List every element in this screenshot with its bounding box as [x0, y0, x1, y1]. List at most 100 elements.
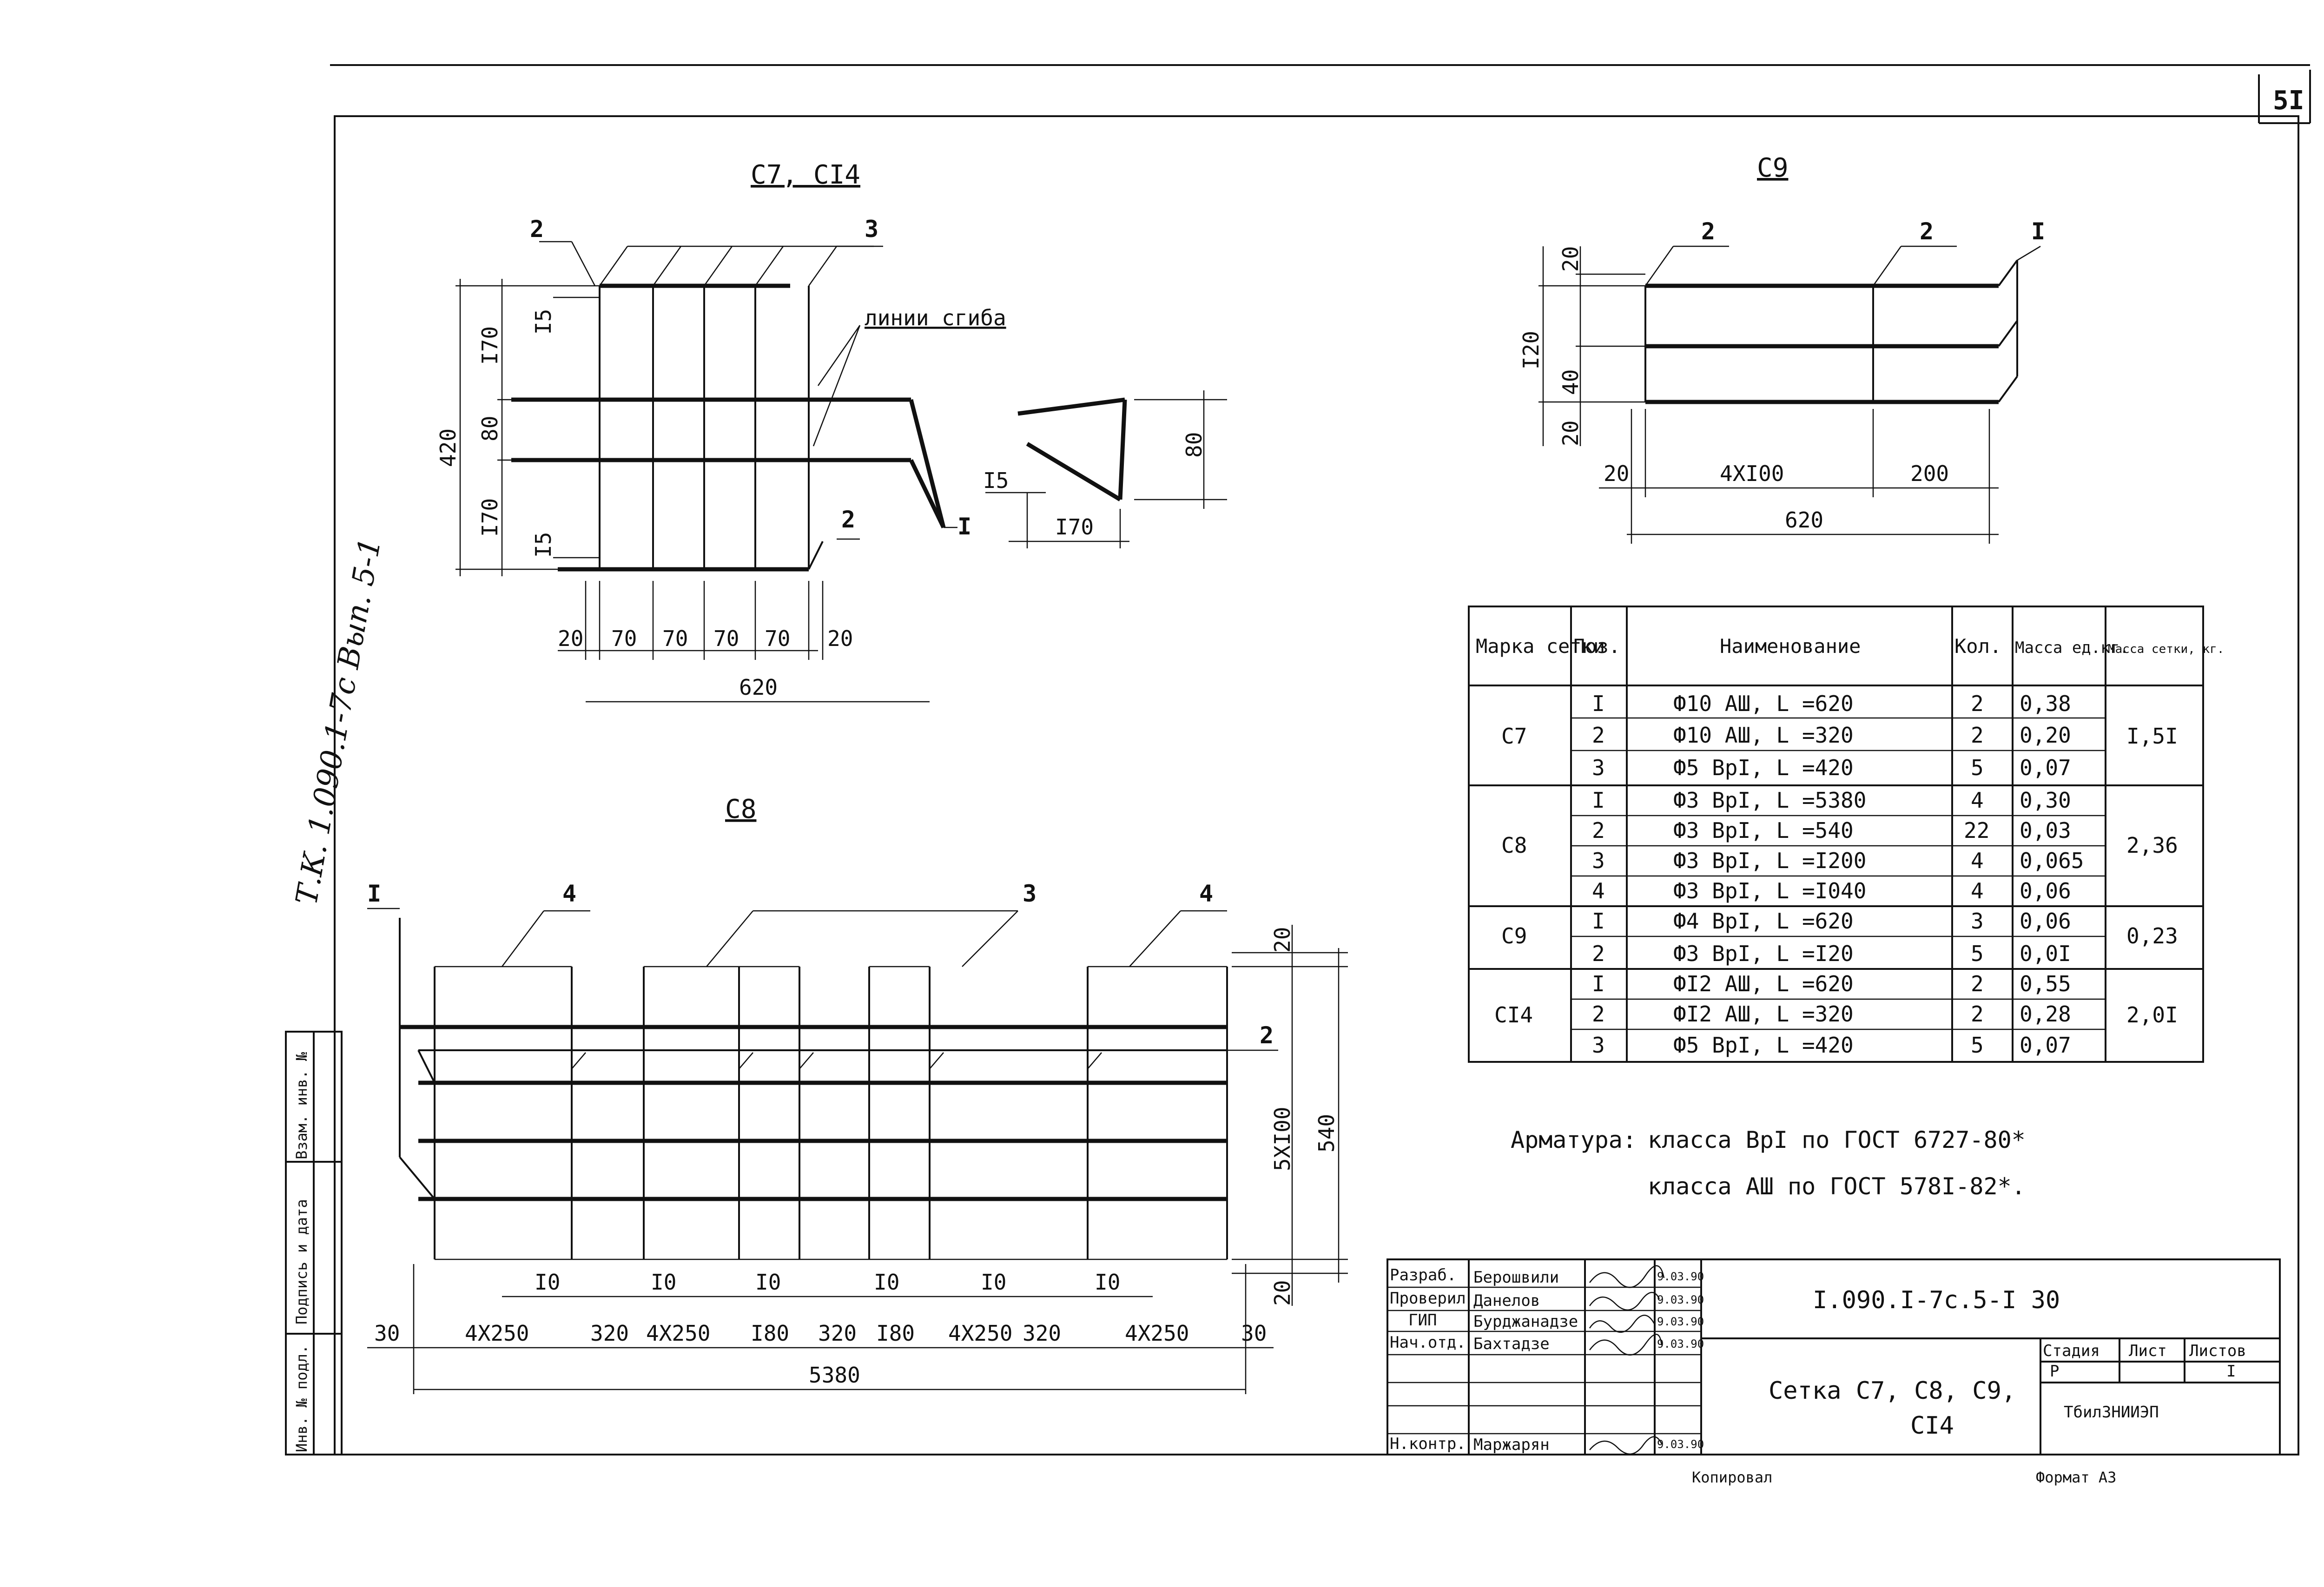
c7-dim-170-top: I70: [477, 326, 502, 365]
c8-dim-10-3: I0: [874, 1270, 899, 1295]
c8-dim-total-w: 5380: [809, 1363, 860, 1388]
c8-dim-b5: 320: [818, 1321, 857, 1346]
c8-dim-b10: 30: [1241, 1321, 1267, 1346]
profile-dim-15: I5: [983, 468, 1009, 493]
cell-name: Ф10 АШ, L =620: [1673, 691, 1854, 716]
c8-dim-b8: 320: [1023, 1321, 1061, 1346]
spec-table: Марка сетки Поз. Наименование Кол. Масса…: [1468, 606, 2224, 1063]
margin-note: Т.К. 1.090.1-7с Вып. 5-1: [290, 535, 388, 908]
c7-pos-2-bottom: 2: [841, 506, 855, 533]
cell-unit: 0,06: [2020, 878, 2071, 903]
profile-dim-170: I70: [1055, 514, 1094, 540]
th-name: Наименование: [1720, 635, 1861, 658]
cell-qty: 4: [1971, 878, 1984, 903]
footer-copied: Копировал: [1692, 1468, 1772, 1486]
c7-dim-b0: 20: [558, 626, 583, 651]
table-row: I ФI2 АШ, L =620 2 0,55: [1592, 971, 2071, 996]
c9-title: С9: [1757, 153, 1788, 183]
tb-date-0: 9.03.90: [1657, 1270, 1704, 1283]
tb-org: ТбилЗНИИЭП: [2064, 1403, 2159, 1422]
c8-dim-b4: I80: [751, 1321, 789, 1346]
cell-unit: 0,06: [2020, 909, 2071, 934]
side-label-replace-inv: Взам. инв. №: [293, 1052, 310, 1159]
mesh-c8: С8: [367, 794, 1348, 1394]
c7-pos-1: I: [957, 513, 971, 540]
signatures: [1589, 1265, 1665, 1455]
cell-pos: I: [1592, 691, 1605, 716]
c8-dim-5x100: 5XI00: [1270, 1107, 1295, 1171]
cell-name: Ф3 ВрI, L =5380: [1673, 788, 1866, 813]
tb-sheet-title-2: СI4: [1910, 1412, 1954, 1440]
cell-unit: 0,20: [2020, 723, 2071, 748]
cell-name: Ф3 ВрI, L =540: [1673, 818, 1854, 843]
c8-dim-b3: 4X250: [646, 1321, 710, 1346]
cell-unit: 0,28: [2020, 1001, 2071, 1027]
c9-dim-20-top: 20: [1558, 246, 1583, 272]
cell-pos: I: [1592, 788, 1605, 813]
mesh-c9: С9 2 2 I 20 I20 40 20 20 4XI0: [1519, 153, 2045, 544]
tb-date-6: 9.03.90: [1657, 1438, 1704, 1451]
c8-title: С8: [725, 794, 756, 824]
mark-c9: С9: [1501, 923, 1527, 948]
cell-pos: 2: [1592, 941, 1605, 966]
c8-dim-10-0: I0: [535, 1270, 560, 1295]
mass-c14: 2,0I: [2126, 1002, 2178, 1027]
c8-dim-10-4: I0: [981, 1270, 1006, 1295]
cell-pos: I: [1592, 909, 1605, 934]
cell-qty: 5: [1971, 1033, 1984, 1058]
notes-line2: класса АШ по ГОСТ 578I-82*.: [1648, 1173, 2026, 1200]
c8-dim-b0: 30: [374, 1321, 400, 1346]
table-row: 2 Ф10 АШ, L =320 2 0,20: [1592, 723, 2071, 748]
cell-qty: 2: [1971, 691, 1984, 716]
mass-c8: 2,36: [2126, 833, 2178, 858]
mesh-c7: С7, СI4 420 I70 80 I70 I5: [436, 160, 1006, 703]
c8-pos-2: 2: [1260, 1022, 1274, 1049]
c8-dim-b6: I80: [876, 1321, 915, 1346]
c8-dim-b1: 4X250: [465, 1321, 529, 1346]
mass-c7: I,5I: [2126, 724, 2178, 749]
c9-dim-b0: 20: [1604, 461, 1629, 486]
c9-dim-120: I20: [1519, 331, 1544, 369]
c9-dim-40: 40: [1558, 369, 1583, 395]
side-label-inv-orig: Инв. № подл.: [293, 1345, 310, 1452]
mass-c9: 0,23: [2126, 923, 2178, 948]
c7-dim-b2: 70: [662, 626, 688, 651]
table-row: 2 Ф3 ВрI, L =I20 5 0,0I: [1592, 941, 2071, 966]
footer-format: Формат А3: [2036, 1468, 2116, 1486]
cell-qty: 5: [1971, 941, 1984, 966]
tb-role-2: ГИП: [1408, 1311, 1437, 1330]
tb-name-0: Берошвили: [1473, 1268, 1559, 1287]
c7-bend-note: линии сгиба: [865, 305, 1006, 330]
c7-dim-total-h: 420: [436, 428, 461, 467]
notes-line1: класса ВрI по ГОСТ 6727-80*: [1648, 1126, 2026, 1153]
c9-dim-b2: 200: [1910, 461, 1949, 486]
cell-qty: 5: [1971, 755, 1984, 780]
table-row: 3 Ф5 ВрI, L =420 5 0,07: [1592, 755, 2071, 780]
c9-dim-total-w: 620: [1785, 507, 1823, 533]
tb-stage-value: Р: [2050, 1362, 2059, 1381]
cell-name: Ф5 ВрI, L =420: [1673, 1033, 1854, 1058]
c7-dim-b3: 70: [713, 626, 739, 651]
cell-pos: 3: [1592, 755, 1605, 780]
cell-qty: 22: [1964, 818, 1989, 843]
th-qty: Кол.: [1954, 635, 2001, 658]
th-unit-mass: Масса ед.кг.: [2015, 639, 2129, 657]
mark-c7: С7: [1501, 724, 1527, 749]
cell-pos: I: [1592, 971, 1605, 996]
cell-name: Ф4 ВрI, L =620: [1673, 909, 1854, 934]
tb-code: I.090.I-7с.5-I 30: [1813, 1286, 2060, 1314]
table-row: I Ф3 ВрI, L =5380 4 0,30: [1592, 788, 2071, 813]
c8-dim-540: 540: [1314, 1114, 1339, 1152]
cell-pos: 3: [1592, 848, 1605, 873]
cell-unit: 0,07: [2020, 755, 2071, 780]
c8-transverse-bars: [434, 966, 1228, 1260]
tb-name-1: Данелов: [1473, 1291, 1540, 1310]
tb-date-1: 9.03.90: [1657, 1293, 1704, 1306]
table-row: 2 ФI2 АШ, L =320 2 0,28: [1592, 1001, 2071, 1027]
table-row: 3 Ф5 ВрI, L =420 5 0,07: [1592, 1033, 2071, 1058]
c7-pos-3: 3: [865, 216, 878, 243]
c8-dim-20-bottom: 20: [1270, 1280, 1295, 1306]
tb-name-3: Бахтадзе: [1473, 1335, 1550, 1353]
table-row: I Ф4 ВрI, L =620 3 0,06: [1592, 909, 2071, 934]
